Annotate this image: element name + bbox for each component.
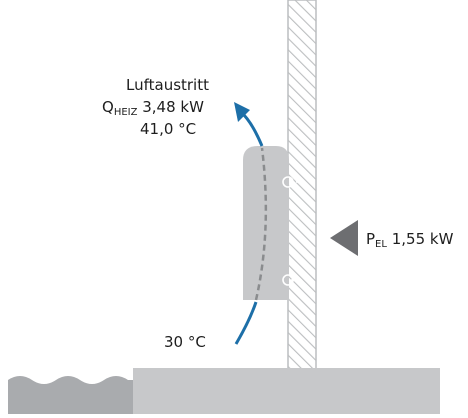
heat-output-symbol: Q [102, 98, 114, 116]
airflow-outlet-arrow [239, 110, 264, 147]
power-symbol: P [366, 230, 376, 248]
heat-output-label: QHEIZ 3,48 kW [102, 98, 204, 118]
mounting-bracket-bottom [282, 274, 302, 286]
airflow-arrowhead-icon [234, 102, 250, 122]
mounting-bracket-top [282, 176, 302, 188]
water-surface [8, 376, 133, 414]
outlet-temperature-label: 41,0 °C [140, 120, 197, 138]
power-value: 1,55 kW [391, 230, 454, 248]
airflow-inlet-arrow [234, 301, 258, 345]
outlet-title-label: Luftaustritt [126, 76, 209, 94]
power-input-label: PEL 1,55 kW [366, 230, 454, 250]
heat-output-subscript: HEIZ [113, 107, 138, 118]
inlet-temperature-label: 30 °C [164, 333, 206, 351]
wall [287, 0, 317, 373]
internal-airflow-path [254, 147, 268, 301]
air-heat-pump-unit [243, 146, 289, 300]
power-input-triangle-icon [330, 220, 358, 256]
power-subscript: EL [375, 239, 387, 250]
heat-output-value: 3,48 kW [142, 98, 204, 116]
floor-slab [133, 368, 440, 414]
